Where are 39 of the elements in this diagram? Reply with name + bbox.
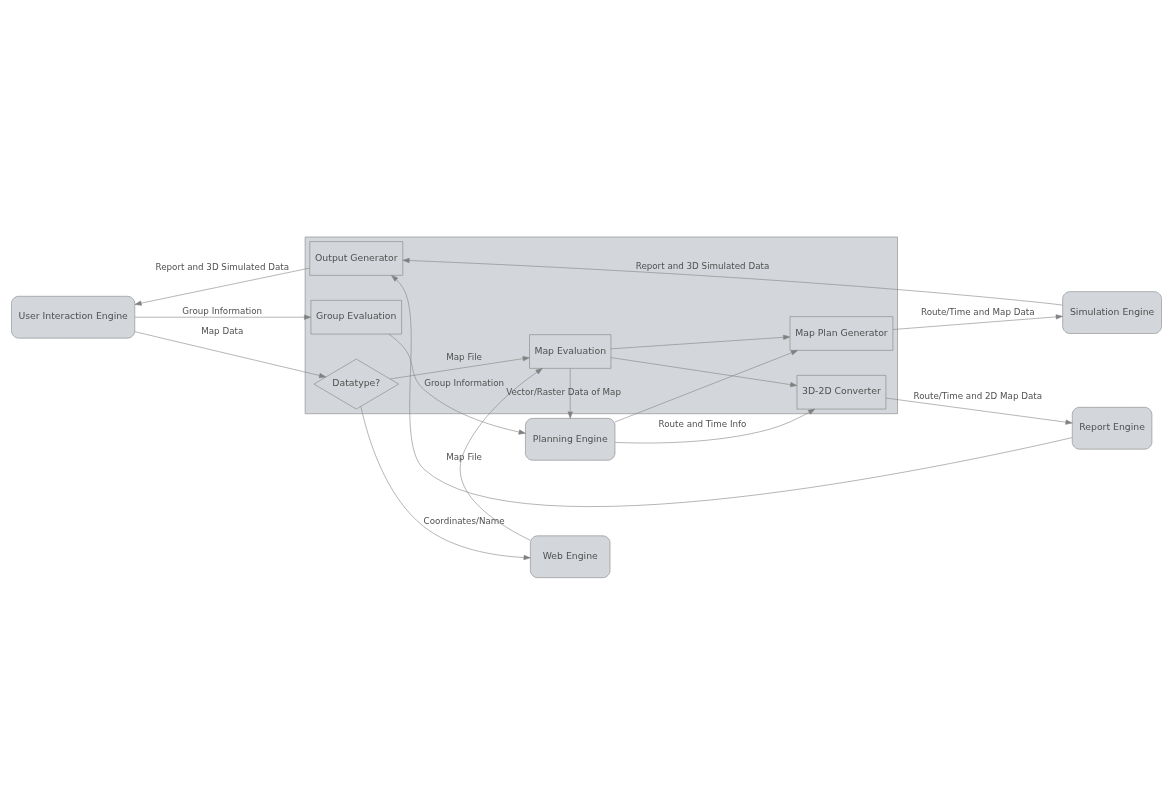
node-box: Group Evaluation xyxy=(310,300,402,335)
node-box: 3D-2D Converter xyxy=(796,375,887,410)
edge-label: Group Information xyxy=(182,306,263,317)
arrow xyxy=(459,368,543,541)
edge-label: Coordinates/Name xyxy=(423,515,505,526)
arrow xyxy=(614,408,816,444)
edge-label: Map Data xyxy=(201,326,244,337)
node-box: Report Engine xyxy=(1071,407,1153,450)
arrow xyxy=(885,397,1073,425)
arrow xyxy=(389,356,530,380)
edge-label: Map File xyxy=(446,451,482,462)
arrow xyxy=(892,314,1063,330)
arrow xyxy=(388,333,526,435)
node-diamond: Datatype? xyxy=(313,358,399,410)
arrow xyxy=(402,257,1063,306)
arrow xyxy=(360,406,531,561)
arrow xyxy=(610,357,798,388)
node-box: Map Evaluation xyxy=(529,334,612,369)
node-box: Simulation Engine xyxy=(1062,291,1162,334)
node-box: User Interaction Engine xyxy=(11,296,136,339)
arrow xyxy=(610,334,791,350)
arrow xyxy=(134,331,327,378)
arrow xyxy=(134,314,312,320)
node-box: Output Generator xyxy=(309,241,404,276)
edge-label: Group Information xyxy=(424,378,505,389)
edge-label: Map File xyxy=(446,351,482,362)
arrow xyxy=(614,350,798,423)
edge-label: Route and Time Info xyxy=(658,418,747,429)
edge-label: Report and 3D Simulated Data xyxy=(155,262,290,273)
node-box: Planning Engine xyxy=(525,418,616,461)
arrow xyxy=(391,275,1073,507)
edge-label: Route/Time and 2D Map Data xyxy=(913,391,1043,402)
arrow xyxy=(134,267,310,306)
edge-label: Vector/Raster Data of Map xyxy=(506,387,621,398)
node-box: Web Engine xyxy=(530,535,611,578)
edge-label: Report and 3D Simulated Data xyxy=(635,260,770,271)
edge-label: Route/Time and Map Data xyxy=(921,307,1035,318)
arrow xyxy=(567,368,573,419)
node-box: Map Plan Generator xyxy=(789,316,894,351)
